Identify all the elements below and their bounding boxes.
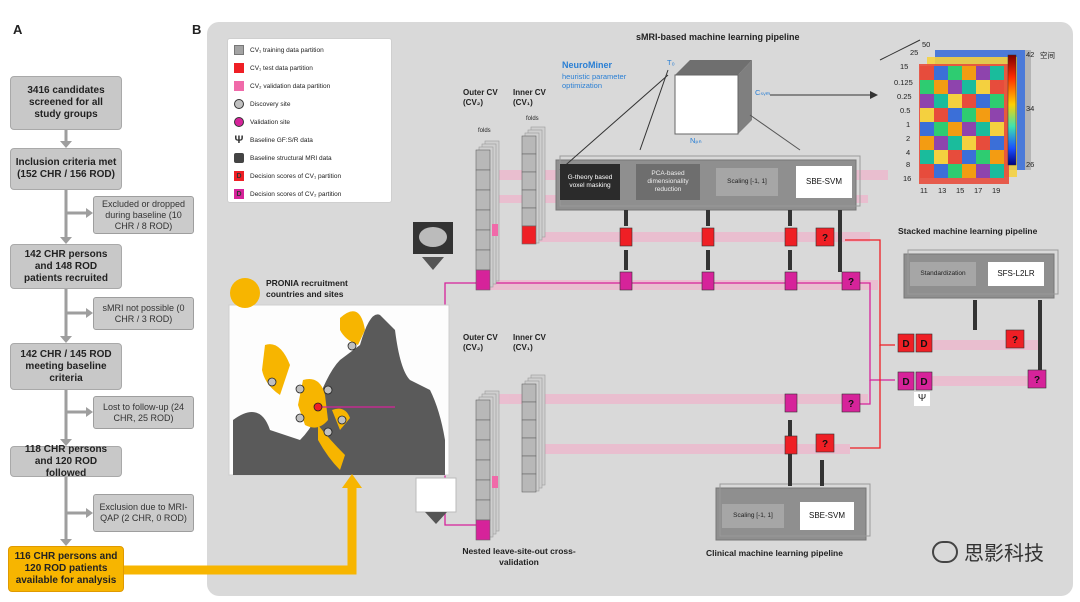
side-box-lost: Lost to follow-up (24 CHR, 25 ROD)	[93, 396, 194, 429]
heatmap-x-tick: 17	[974, 186, 983, 195]
clinical-sbe-svm: SBE-SVM	[800, 502, 854, 530]
step-pca: PCA-based dimensionality reduction	[636, 164, 700, 200]
cube-t-label: T₀	[667, 58, 675, 67]
watermark-text: 思影科技	[964, 543, 1044, 565]
panel-letter-b: B	[192, 22, 202, 37]
wechat-icon	[932, 540, 958, 563]
decision-d-magenta-icon: D	[234, 189, 244, 199]
inner-cv-top-label: Inner CV (CV₁)	[513, 88, 546, 107]
heatmap-y-tick: 16	[903, 174, 912, 183]
panel-a-flowchart: 3416 candidates screened for all study g…	[0, 0, 200, 602]
flow-box-baseline: 142 CHR / 145 ROD meeting baseline crite…	[10, 343, 122, 390]
validation-site-circle-icon	[234, 117, 244, 127]
folds-inner-label: folds	[526, 116, 539, 122]
heatmap-y-tick: 2	[906, 134, 911, 143]
neurominer-subtitle: heuristic parameter optimization	[562, 72, 627, 90]
heatmap-y-tick: 0.5	[900, 106, 911, 115]
legend-label: Decision scores of CV₁ partition	[250, 172, 342, 180]
legend-item-gfsr: Ψ Baseline GF:S/R data	[234, 134, 313, 146]
brain-icon	[234, 153, 244, 163]
heatmap-right-unit: 空间	[1040, 51, 1055, 60]
cube-c-label: Cₛᵥₘ	[755, 88, 771, 97]
stacked-sfs-l2lr: SFS-L2LR	[988, 262, 1044, 286]
flow-box-recruited: 142 CHR persons and 148 ROD patients rec…	[10, 244, 122, 289]
heatmap-x-tick: 11	[920, 186, 928, 195]
heatmap-y-tick: 0.25	[897, 92, 912, 101]
flow-box-inclusion: Inclusion criteria met (152 CHR / 156 RO…	[10, 148, 122, 190]
legend-label: Decision scores of CV₂ partition	[250, 190, 342, 198]
heatmap-top-tick: 50	[922, 40, 931, 49]
pronia-title: PRONIA recruitment countries and sites	[266, 278, 348, 299]
cube-n-label: Nₚₙ	[690, 136, 702, 145]
clinical-pipeline-title: Clinical machine learning pipeline	[706, 548, 843, 558]
heatmap-y-tick: 0.125	[894, 78, 913, 87]
step-gtheory: G-theory based voxel masking	[560, 164, 620, 200]
legend-item-validation-site: Validation site	[234, 117, 290, 127]
legend-label: Validation site	[250, 118, 290, 126]
inner-cv-bottom-label: Inner CV (CV₁)	[513, 333, 546, 352]
legend-item-cv1-training: CV₁ training data partition	[234, 45, 324, 55]
legend-label: Discovery site	[250, 100, 291, 108]
clinical-scaling: Scaling [-1, 1]	[722, 504, 784, 528]
legend-label: Baseline structural MRI data	[250, 154, 332, 162]
outer-cv-top-label: Outer CV (CV₂)	[463, 88, 498, 107]
stacked-pipeline-title: Stacked machine learning pipeline	[898, 226, 1038, 236]
discovery-site-circle-icon	[234, 99, 244, 109]
heatmap-y-tick: 4	[906, 148, 911, 157]
legend-item-cv2-validation: CV₂ validation data partition	[234, 81, 330, 91]
side-box-mri-qap: Exclusion due to MRI-QAP (2 CHR, 0 ROD)	[93, 494, 194, 532]
psi-icon: Ψ	[234, 134, 244, 146]
legend-item-decision-cv2: D Decision scores of CV₂ partition	[234, 189, 341, 199]
legend: CV₁ training data partition CV₁ test dat…	[227, 38, 392, 203]
side-box-excluded: Excluded or dropped during baseline (10 …	[93, 196, 194, 234]
legend-item-cv1-test: CV₁ test data partition	[234, 63, 313, 73]
legend-item-smri: Baseline structural MRI data	[234, 153, 332, 163]
flow-box-analysis: 116 CHR persons and 120 ROD patients ava…	[8, 546, 124, 592]
heatmap-x-tick: 19	[992, 186, 1001, 195]
legend-item-decision-cv1: D Decision scores of CV₁ partition	[234, 171, 341, 181]
heatmap-top-tick: 25	[910, 48, 919, 57]
legend-label: CV₁ training data partition	[250, 46, 324, 54]
heatmap-right-tick: 26	[1026, 160, 1035, 169]
outer-cv-bottom-label: Outer CV (CV₂)	[463, 333, 498, 352]
flow-box-screened: 3416 candidates screened for all study g…	[10, 76, 122, 130]
flow-box-followed: 118 CHR persons and 120 ROD followed	[10, 444, 122, 479]
red-swatch-icon	[234, 63, 244, 73]
side-box-smri: sMRI not possible (0 CHR / 3 ROD)	[93, 297, 194, 330]
legend-label: CV₂ validation data partition	[250, 82, 331, 90]
heatmap-x-tick: 13	[938, 186, 947, 195]
decision-d-red-icon: D	[234, 171, 244, 181]
heatmap-right-tick: 34	[1026, 104, 1035, 113]
legend-label: Baseline GF:S/R data	[250, 136, 313, 144]
panel-letter-a: A	[13, 22, 23, 37]
heatmap-right-tick: 42	[1026, 50, 1035, 59]
heatmap-y-tick: 15	[900, 62, 909, 71]
legend-item-discovery-site: Discovery site	[234, 99, 290, 109]
legend-label: CV₁ test data partition	[250, 64, 313, 72]
stacked-psi-icon: Ψ	[914, 392, 930, 406]
nested-cv-caption: Nested leave-site-out cross-validation	[462, 546, 576, 567]
step-sbe-svm: SBE-SVM	[796, 166, 852, 198]
heatmap-y-tick: 8	[906, 160, 911, 169]
heatmap-y-tick: 1	[906, 120, 911, 129]
smri-pipeline-title: sMRI-based machine learning pipeline	[636, 32, 800, 42]
folds-outer-label: folds	[478, 128, 491, 134]
heatmap-x-tick: 15	[956, 186, 965, 195]
stacked-standardization: Standardization	[910, 262, 976, 286]
pronia-logo-icon	[230, 278, 260, 308]
watermark: 思影科技	[932, 537, 1044, 566]
step-scaling: Scaling [-1, 1]	[716, 168, 778, 196]
pink-swatch-icon	[234, 81, 244, 91]
neurominer-label: NeuroMiner	[562, 60, 613, 70]
gray-swatch-icon	[234, 45, 244, 55]
